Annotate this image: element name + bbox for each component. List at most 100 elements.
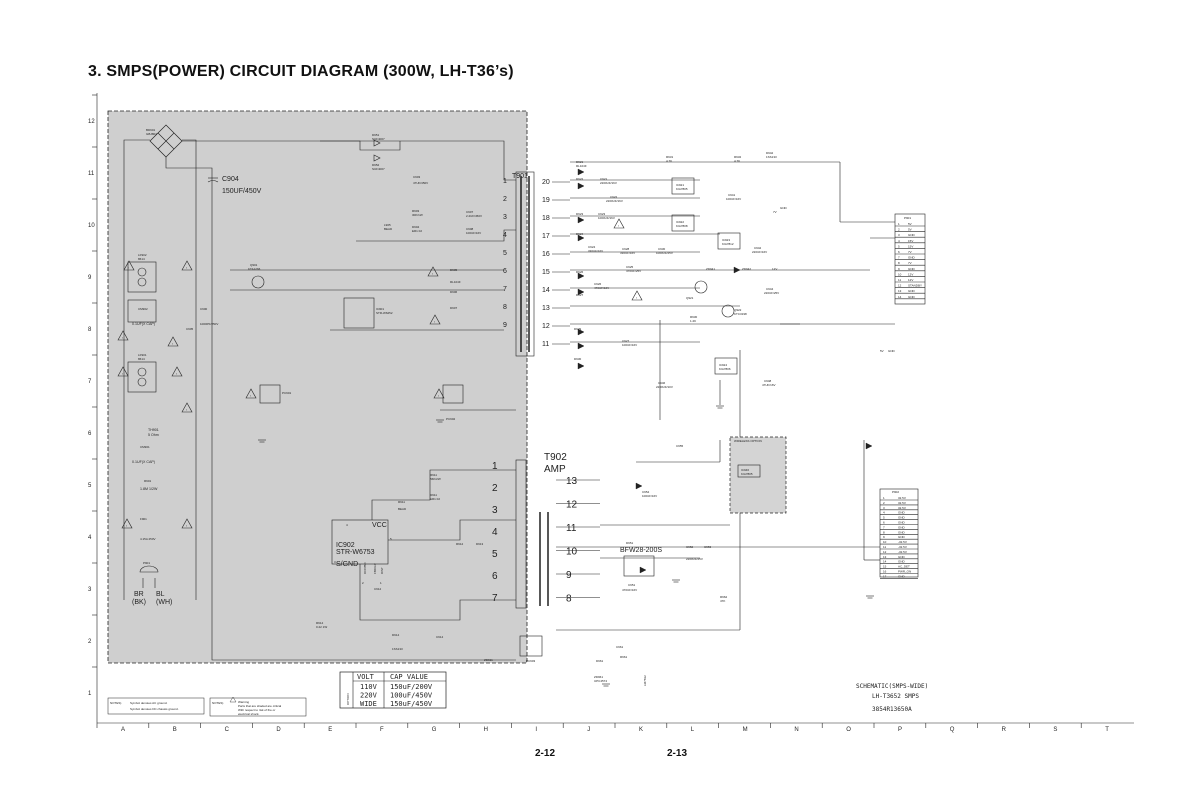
r961-ref: R961 bbox=[620, 655, 628, 659]
t901-pin-right: 13 bbox=[542, 305, 550, 312]
warning-icon bbox=[245, 388, 257, 399]
p901-pin-label: 5V bbox=[908, 222, 912, 226]
l905-part: BEAD bbox=[384, 227, 393, 231]
warning-icon bbox=[117, 366, 129, 377]
r903-value: 30K/1W bbox=[412, 213, 423, 217]
th901-ref: TH901 bbox=[148, 428, 159, 432]
c927-ref: C927 bbox=[622, 339, 630, 343]
note2-c: With respect to risk of fire or bbox=[238, 708, 275, 712]
warning-icon-mark: ! bbox=[122, 372, 123, 376]
page-number-right: 2-13 bbox=[667, 748, 688, 759]
c925-ref: C925 bbox=[626, 265, 634, 269]
r914-ref: R914 bbox=[316, 621, 324, 625]
q922-ref: Q922 bbox=[734, 308, 742, 312]
c942-value: 220UF/16V bbox=[752, 250, 767, 254]
p902-pin-label: GND bbox=[898, 555, 906, 559]
diode-symbol bbox=[577, 216, 585, 224]
title-block: SCHEMATIC(SMPS-WIDE) LH-T3652 SMPS 3854R… bbox=[856, 683, 928, 713]
d924-ref: D924 bbox=[576, 232, 584, 236]
row-label: 11 bbox=[88, 171, 95, 177]
cm901-ref: CM901 bbox=[140, 445, 150, 449]
ic902-pin4: 4 bbox=[346, 523, 348, 527]
t902-pin-right: 12 bbox=[566, 500, 578, 511]
cm901-value: 0.1UF(X CAP) bbox=[132, 460, 155, 464]
t902-pin-left: 5 bbox=[492, 549, 498, 560]
diode-symbol bbox=[577, 272, 585, 280]
d913-ref: D913 bbox=[476, 542, 484, 546]
ic923-ref: IC923 bbox=[722, 238, 730, 242]
p901-pin-label: 15V bbox=[908, 244, 913, 248]
lf901-part: 8614 bbox=[138, 357, 145, 361]
col-label: P bbox=[898, 727, 902, 733]
c930-ref: C930 bbox=[658, 247, 666, 251]
q901-ref: Q901 bbox=[250, 263, 258, 267]
p902-pin-number: 3 bbox=[883, 506, 885, 510]
col-label: H bbox=[484, 727, 488, 733]
row-label: 4 bbox=[88, 535, 92, 541]
diode-symbol bbox=[577, 288, 585, 296]
primary-shaded-region bbox=[107, 110, 528, 664]
ic902-pin-vcc: VCC bbox=[372, 522, 387, 529]
c946-ref: C946 bbox=[658, 381, 666, 385]
q921-ref: Q921 bbox=[686, 296, 694, 300]
ic902-pin-ocp: OCP/BD bbox=[363, 562, 367, 574]
c941-value: 100UF/16V bbox=[726, 197, 741, 201]
c926-value: 470UF/16V bbox=[594, 286, 609, 290]
warning-icon bbox=[171, 366, 183, 377]
t901-pin-right: 20 bbox=[542, 179, 550, 186]
title-block-line3: 3854R13650A bbox=[872, 706, 912, 713]
t901-pin-left: 3 bbox=[503, 214, 507, 221]
note2-title: NOTES) bbox=[212, 701, 223, 705]
d942-part: 1SS133 bbox=[766, 155, 777, 159]
t901-pin-left: 6 bbox=[503, 268, 507, 275]
diode-symbol bbox=[639, 566, 647, 574]
c942-ref: C942 bbox=[754, 246, 762, 250]
wireless-option-label: WIRELESS OPTION bbox=[734, 439, 762, 443]
label-5v: 5V bbox=[880, 349, 884, 353]
connector-ref: P901 bbox=[143, 561, 150, 565]
diode-symbol bbox=[577, 342, 585, 350]
p902-pin-number: 6 bbox=[883, 521, 885, 525]
d951b-ref: D951 bbox=[626, 541, 634, 545]
t902-pin-left: 6 bbox=[492, 571, 498, 582]
ic902-part: STR-W6753 bbox=[336, 549, 375, 556]
p902-pin-label: GND bbox=[898, 560, 906, 564]
d914-ref: D914 bbox=[392, 633, 400, 637]
c925-value: 470UF/25V bbox=[626, 269, 641, 273]
cap-table-volt: 110V bbox=[360, 683, 378, 691]
ic922-part: KIA7808 bbox=[676, 224, 688, 228]
cm902-ref: CM902 bbox=[138, 307, 148, 311]
cap-table-header-cap: CAP VALUE bbox=[390, 673, 428, 681]
p902-ref: P902 bbox=[892, 490, 899, 494]
d951-ref: D951 bbox=[372, 133, 380, 137]
r962-ref: R962 bbox=[720, 595, 728, 599]
bead911-ref: R911 bbox=[398, 500, 405, 504]
pc901-ref: PC901 bbox=[282, 391, 292, 395]
p902-pin-label: 32.5V bbox=[898, 506, 906, 510]
c908-value: 100UF/16V bbox=[466, 231, 481, 235]
wireless-option-box bbox=[729, 436, 787, 514]
r903-ref: R903 bbox=[412, 209, 420, 213]
p901-pin-label: STANDBY bbox=[908, 284, 922, 288]
warning-icon-mark: ! bbox=[432, 272, 433, 276]
c941-ref: C941 bbox=[728, 193, 736, 197]
note2-d: electrical shock. bbox=[238, 712, 260, 716]
p901-pin-number: 1 bbox=[898, 222, 900, 226]
p901-pin-label: 12V bbox=[908, 278, 913, 282]
d951b-part: BFW28-200S bbox=[620, 547, 662, 554]
t902-pin-right: 13 bbox=[566, 476, 578, 487]
row-label: 2 bbox=[88, 639, 92, 645]
t901-ref: T901 bbox=[512, 173, 528, 180]
ic946-ref: IC946 bbox=[741, 468, 749, 472]
c954-value: 100UF/16V bbox=[642, 494, 657, 498]
cap-table-value: 150uF/450V bbox=[390, 700, 433, 708]
cap-table-value: 100uF/450V bbox=[390, 692, 433, 700]
col-label: F bbox=[380, 727, 384, 733]
row-label: 1 bbox=[88, 691, 92, 697]
col-label: Q bbox=[950, 727, 955, 733]
cap-table-value: 150uF/200V bbox=[390, 683, 433, 691]
c923-ref: C923 bbox=[598, 212, 606, 216]
lf902-ref: LF902 bbox=[138, 253, 147, 257]
